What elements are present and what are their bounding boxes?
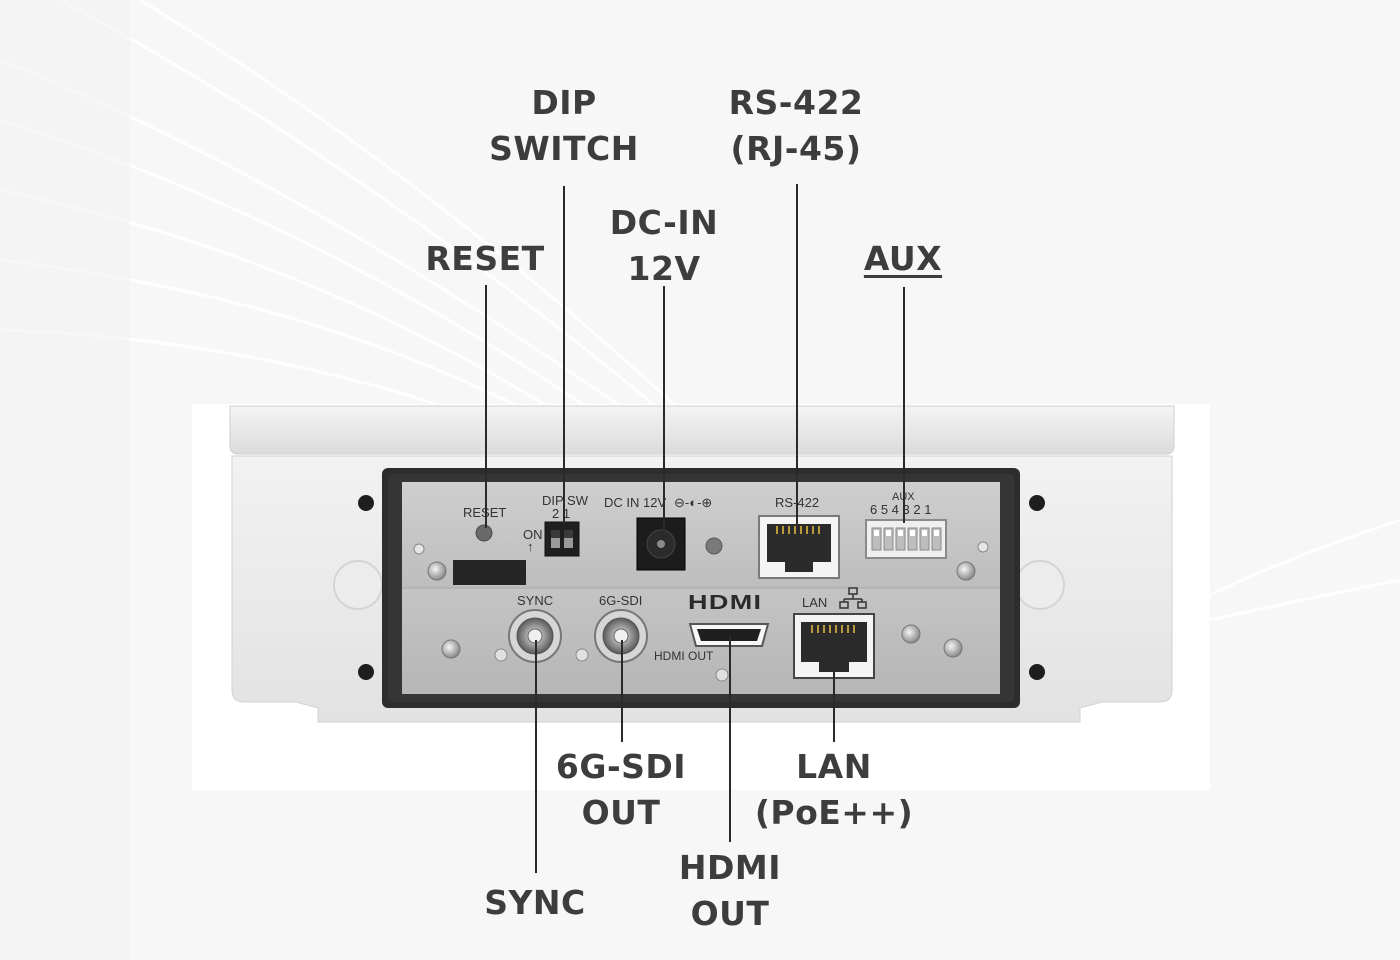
polarity-symbol-icon: ⊖-◐-⊕ <box>674 495 713 510</box>
on-arrow-icon: ↑ <box>527 539 534 554</box>
leader-line-dip-switch <box>563 186 565 524</box>
panel-label-sdi: 6G-SDI <box>599 593 643 608</box>
leader-line-reset <box>485 285 487 528</box>
leader-line-dc-in <box>663 286 665 540</box>
panel-label-reset: RESET <box>463 506 506 520</box>
panel-label-dip-numbers: 2 1 <box>552 506 571 521</box>
leader-line-lan <box>833 648 835 742</box>
panel-label-dc-in: DC IN 12V <box>604 495 667 510</box>
leader-line-sdi <box>621 640 623 742</box>
panel-label-on: ON <box>523 527 543 542</box>
leader-line-sync <box>535 640 537 873</box>
callout-lan: LAN(PoE++) <box>754 747 914 832</box>
panel-label-sync: SYNC <box>517 593 554 608</box>
leader-line-aux <box>903 287 905 523</box>
callout-sync: SYNC <box>484 883 586 922</box>
callout-rs422: RS-422(RJ-45) <box>728 83 864 168</box>
hdmi-logo: HDMI <box>688 592 763 614</box>
panel-label-hdmi-out: HDMI OUT <box>654 649 714 663</box>
callout-reset: RESET <box>425 239 545 278</box>
leader-line-rs422 <box>796 184 798 526</box>
leader-line-hdmi <box>729 636 731 842</box>
callout-aux: AUX <box>863 239 943 278</box>
panel-label-dip-sw: DIP SW <box>542 493 588 508</box>
panel-label-aux-numbers: 6 5 4 3 2 1 <box>870 502 932 517</box>
panel-label-lan: LAN <box>802 595 828 610</box>
